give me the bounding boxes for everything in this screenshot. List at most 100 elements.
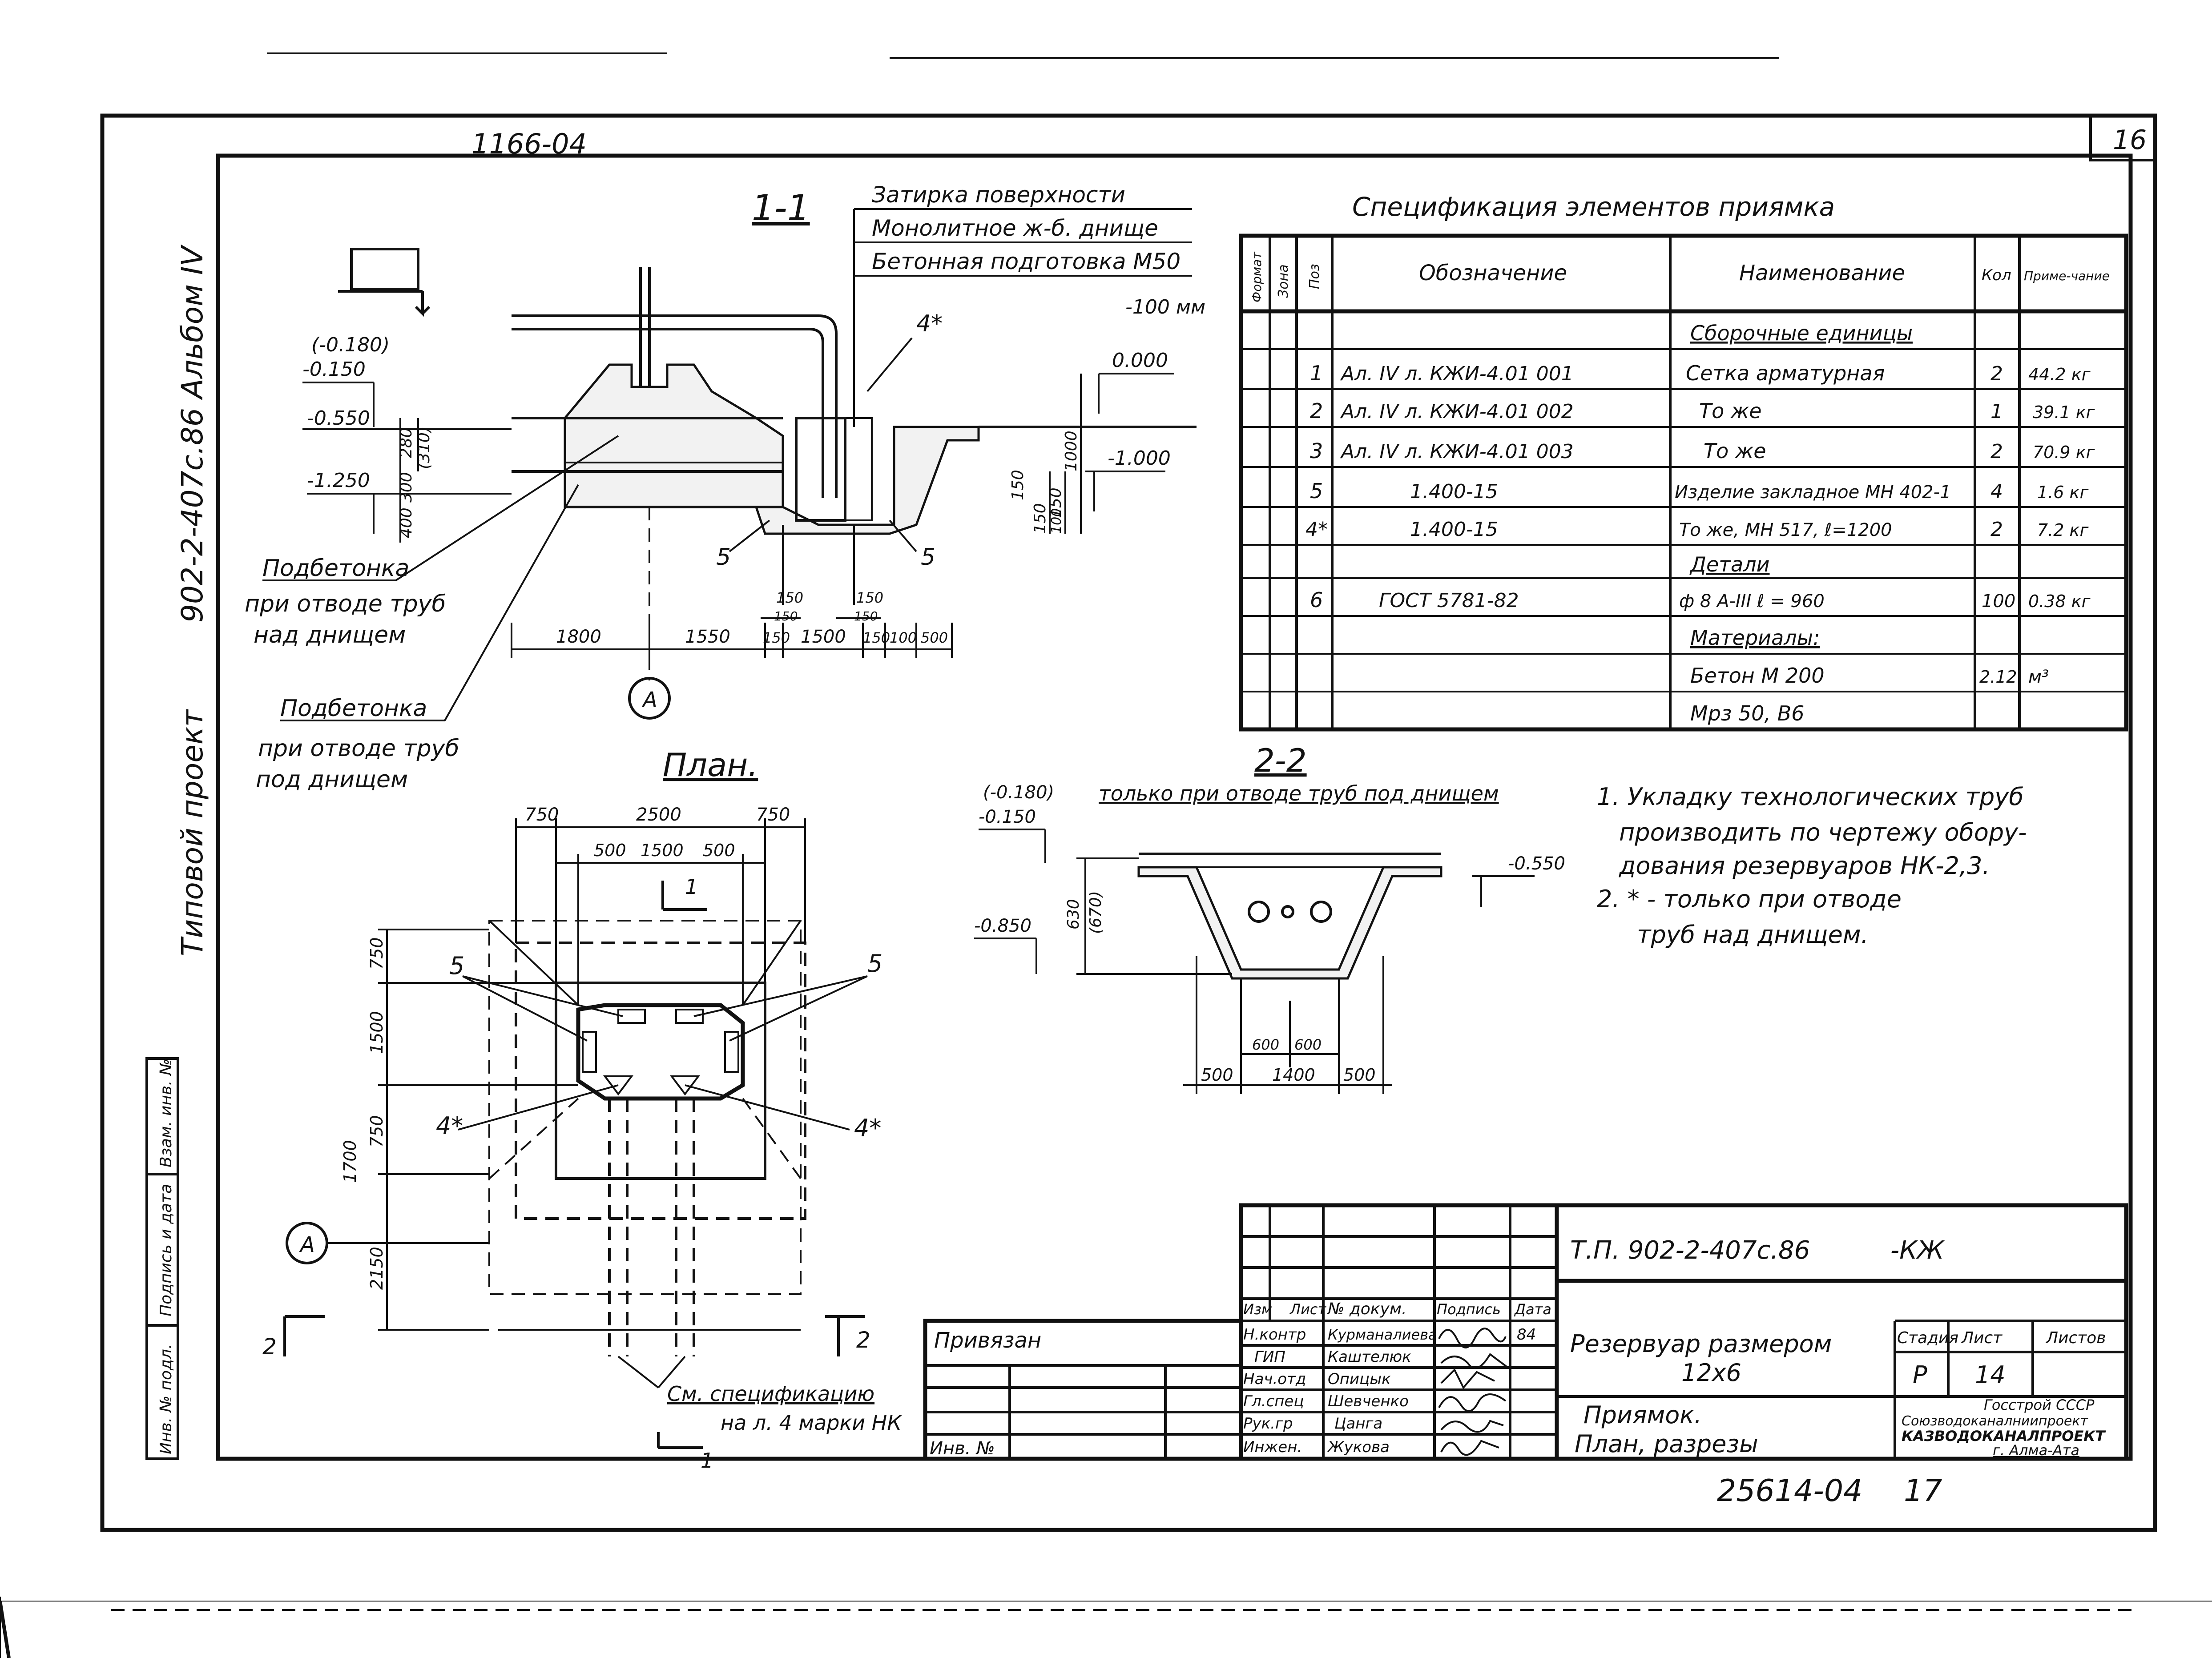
sheet-hdr: Лист — [1961, 1329, 2002, 1347]
dim-h-150a: 150 — [763, 629, 790, 646]
spec-hdr-code: Обозначение — [1419, 261, 1567, 286]
level-1000: -1.000 — [1108, 447, 1171, 470]
sig-role-4: Гл.спец — [1243, 1392, 1304, 1410]
section-2-title: 2-2 — [1254, 742, 1307, 779]
spec-row-0-name: Сборочные единицы — [1690, 321, 1913, 345]
sig-role-6: Инжен. — [1243, 1438, 1302, 1456]
section-2-2: 2-2 только при отводе труб под днищем (-… — [974, 742, 1565, 1094]
spec-row: 4* 1.400-15 То же, МН 517, ℓ=1200 2 7.2 … — [1305, 518, 2089, 541]
mark-5-right: 5 — [921, 544, 935, 571]
spec-row: Мрз 50, В6 — [1690, 701, 1805, 725]
dim-v-400: 400 — [397, 507, 415, 538]
plan-title: План. — [663, 746, 758, 784]
spec-row: Детали — [1689, 552, 1770, 576]
s2-dim-670: (670) — [1087, 891, 1105, 934]
sig-name-1: Курманалиева — [1328, 1326, 1437, 1343]
note2-line1: Подбетонка — [280, 695, 427, 722]
section-1-title: 1-1 — [752, 187, 810, 229]
spec-title: Спецификация элементов приямка — [1352, 192, 1835, 222]
plan-dim-500a: 500 — [594, 841, 626, 860]
spec-row-7-qty: 100 — [1982, 591, 2015, 612]
s2-dim-600a: 600 — [1252, 1036, 1279, 1053]
plan-dim-left-750a: 750 — [367, 937, 387, 970]
level-150: -0.150 — [302, 358, 366, 381]
s2-level-180: (-0.180) — [983, 782, 1054, 803]
spec-row-8-name: Материалы: — [1690, 626, 1820, 650]
plan-dim-2500: 2500 — [636, 805, 681, 825]
spec-row-4-qty: 4 — [1990, 480, 2003, 503]
note2-line3: под днищем — [256, 766, 408, 793]
note1-line1: Подбетонка — [262, 555, 409, 582]
level-000: 0.000 — [1112, 349, 1168, 372]
left-strip-sign: Подпись и дата — [157, 1184, 175, 1316]
spec-row: 2 Ал. IV л. КЖИ-4.01 002 То же 1 39.1 кг — [1310, 399, 2095, 423]
note-line-2: производить по чертежу обору- — [1619, 818, 2027, 846]
dim-small-150d: 150 — [854, 609, 878, 624]
stage-hdr: Стадия — [1897, 1329, 1958, 1347]
spec-hdr-note: Приме-чание — [2024, 269, 2110, 283]
spec-hdr-format: Формат — [1249, 252, 1264, 302]
sig-hdr-sign: Подпись — [1437, 1301, 1501, 1318]
spec-row: 3 Ал. IV л. КЖИ-4.01 003 То же 2 70.9 кг — [1310, 439, 2095, 463]
sig-name-6: Жукова — [1327, 1438, 1390, 1456]
spec-row: 5 1.400-15 Изделие закладное МН 402-1 4 … — [1310, 479, 2089, 503]
plan-mark-4-right: 4* — [854, 1114, 881, 1142]
note-line-1: 1. Укладку технологических труб — [1597, 783, 2024, 811]
plan-pit — [576, 1003, 745, 1101]
org-line-3: КАЗВОДОКАНАЛПРОЕКТ — [1902, 1428, 2106, 1445]
pipe-lower — [512, 328, 824, 498]
sig-name-5: Цанга — [1334, 1415, 1382, 1433]
dim-small-150b: 150 — [856, 589, 883, 606]
plan-cut-1-top: 1 — [685, 875, 698, 899]
side-title: 902-2-407с.86 Альбом IV — [175, 245, 210, 623]
section-2-concrete — [1137, 866, 1442, 980]
sig-role-2: ГИП — [1254, 1348, 1285, 1366]
sheet-title-2: План, разрезы — [1575, 1430, 1758, 1458]
org-line-4: г. Алма-Ата — [1993, 1442, 2079, 1459]
plan-dim-left-1500: 1500 — [367, 1011, 387, 1054]
dim-v-150b: 150 — [1047, 487, 1065, 518]
doc-mark: -КЖ — [1890, 1236, 1945, 1265]
spec-row-4-pos: 5 — [1310, 479, 1323, 503]
sig-hdr-date: Дата — [1514, 1301, 1551, 1318]
section-1-1: 1-1 Затирка поверхности Монолитное ж-б. … — [245, 182, 1205, 793]
spec-row-2-name: То же — [1699, 399, 1762, 423]
sheet-number: 16 — [2113, 125, 2147, 156]
dim-v-310: (310) — [415, 426, 433, 469]
plan-mark-5-left: 5 — [449, 952, 464, 980]
plan-dim-left-2150: 2150 — [367, 1247, 387, 1290]
dim-v-100: 100 — [1049, 508, 1064, 534]
page-number: 17 — [1904, 1473, 1942, 1509]
spec-row-2-code: Ал. IV л. КЖИ-4.01 002 — [1340, 400, 1574, 423]
spec-row-5-pos: 4* — [1305, 518, 1328, 541]
spec-row: 1 Ал. IV л. КЖИ-4.01 001 Сетка арматурна… — [1310, 361, 2091, 385]
plan-dim-750b: 750 — [756, 805, 790, 825]
spec-row-9-name: Бетон М 200 — [1690, 664, 1825, 688]
s2-dim-500a: 500 — [1201, 1065, 1233, 1085]
dim-h-1500: 1500 — [801, 627, 846, 647]
spec-row-6-name: Детали — [1689, 552, 1770, 576]
callout-finish: Затирка поверхности — [872, 182, 1125, 208]
spec-row-3-qty: 2 — [1990, 440, 2003, 463]
plan-mark-4-left: 4* — [436, 1112, 463, 1140]
dim-v-280: 280 — [397, 427, 415, 458]
plan-mark-5-right: 5 — [867, 950, 882, 978]
stage-value: Р — [1913, 1361, 1927, 1389]
sig-hdr-izm: Изм — [1243, 1301, 1272, 1318]
note-line-4: 2. * - только при отводе — [1597, 885, 1902, 913]
sig-role-5: Рук.гр — [1243, 1415, 1293, 1433]
level-1250: -1.250 — [307, 469, 370, 492]
dim-v-150a: 150 — [1009, 470, 1027, 500]
s2-dim-600b: 600 — [1294, 1036, 1322, 1053]
spec-row-5-note: 7.2 кг — [2037, 520, 2089, 540]
org-line-1: Госстрой СССР — [1984, 1396, 2095, 1413]
sig-name-3: Опицык — [1328, 1370, 1391, 1388]
callout-slab: Монолитное ж-б. днище — [872, 215, 1158, 241]
mark-5-left: 5 — [716, 544, 731, 571]
plan-cut-2-left: 2 — [262, 1334, 277, 1360]
spec-row-1-name: Сетка арматурная — [1686, 361, 1885, 385]
spec-row-10-name: Мрз 50, В6 — [1690, 701, 1805, 725]
plan-see-spec-2: на л. 4 марки НК — [721, 1411, 903, 1435]
left-strip-inv: Инв. № подл. — [157, 1344, 175, 1454]
